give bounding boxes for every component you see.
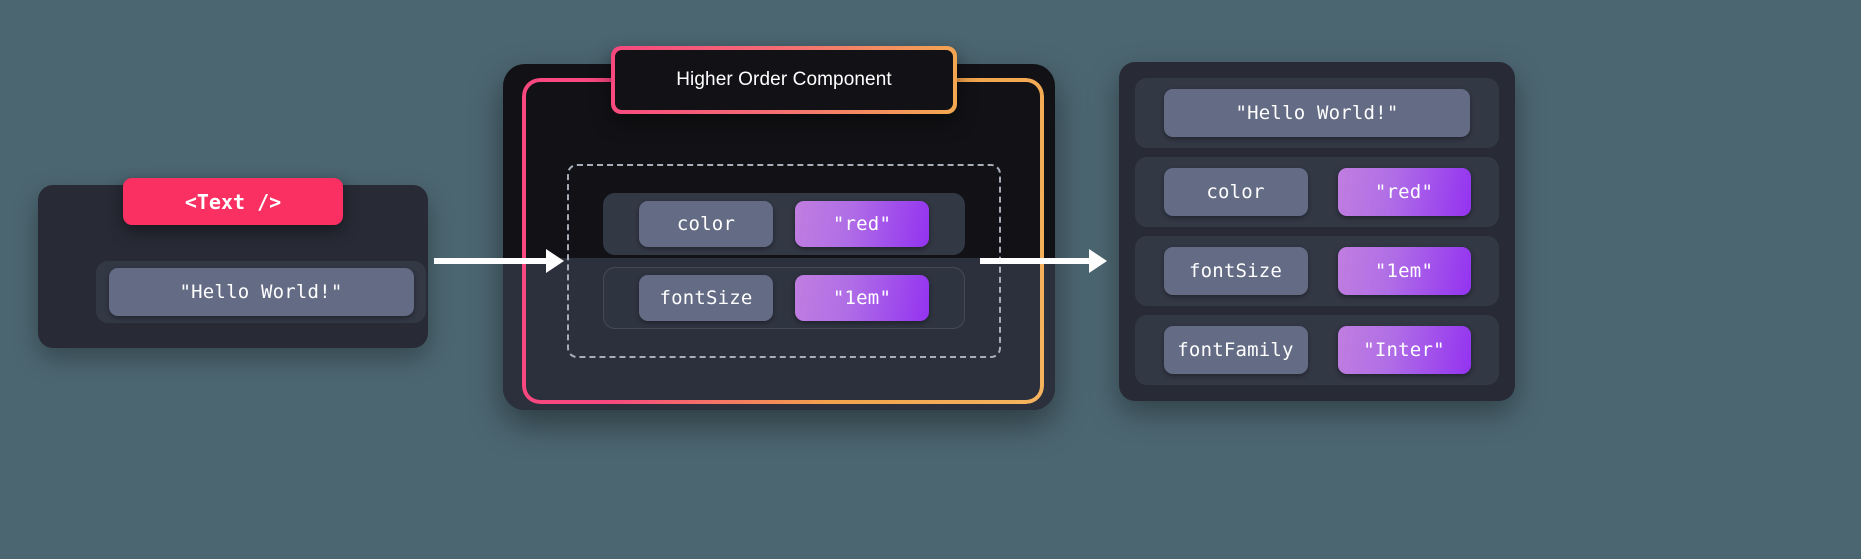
result-row-hello-world: "Hello World!"	[1135, 78, 1499, 148]
arrow-left-to-center-icon	[434, 249, 564, 273]
left-row-hello-world: "Hello World!"	[96, 261, 426, 323]
hoc-title-label: Higher Order Component	[615, 50, 953, 110]
result-row-color: color "red"	[1135, 157, 1499, 227]
result-value-chip-hello-world: "Hello World!"	[1164, 89, 1470, 137]
result-key-chip-fontfamily: fontFamily	[1163, 326, 1308, 374]
result-row-fontfamily: fontFamily "Inter"	[1135, 315, 1499, 385]
arrow-center-to-right-icon	[980, 249, 1107, 273]
result-value-chip-fontfamily: "Inter"	[1337, 326, 1471, 374]
hoc-value-chip-fontsize: "1em"	[795, 275, 929, 321]
text-component-badge: <Text />	[123, 178, 343, 225]
result-key-chip-color: color	[1163, 168, 1308, 216]
right-result-panel: "Hello World!" color "red" fontSize "1em…	[1119, 62, 1515, 401]
hoc-title-pill: Higher Order Component	[611, 46, 957, 114]
result-value-chip-fontsize: "1em"	[1337, 247, 1471, 295]
hoc-value-chip-color: "red"	[795, 201, 929, 247]
hoc-props-dashed-container: color "red" fontSize "1em"	[567, 164, 1001, 358]
center-hoc-wrapper: Higher Order Component color "red" fontS…	[503, 46, 1055, 410]
hoc-key-chip-color: color	[639, 201, 773, 247]
left-value-chip-hello-world: "Hello World!"	[108, 268, 414, 316]
result-value-chip-color: "red"	[1337, 168, 1471, 216]
hoc-row-color: color "red"	[603, 193, 965, 255]
result-row-fontsize: fontSize "1em"	[1135, 236, 1499, 306]
hoc-key-chip-fontsize: fontSize	[639, 275, 773, 321]
result-key-chip-fontsize: fontSize	[1163, 247, 1308, 295]
hoc-row-fontsize: fontSize "1em"	[603, 267, 965, 329]
